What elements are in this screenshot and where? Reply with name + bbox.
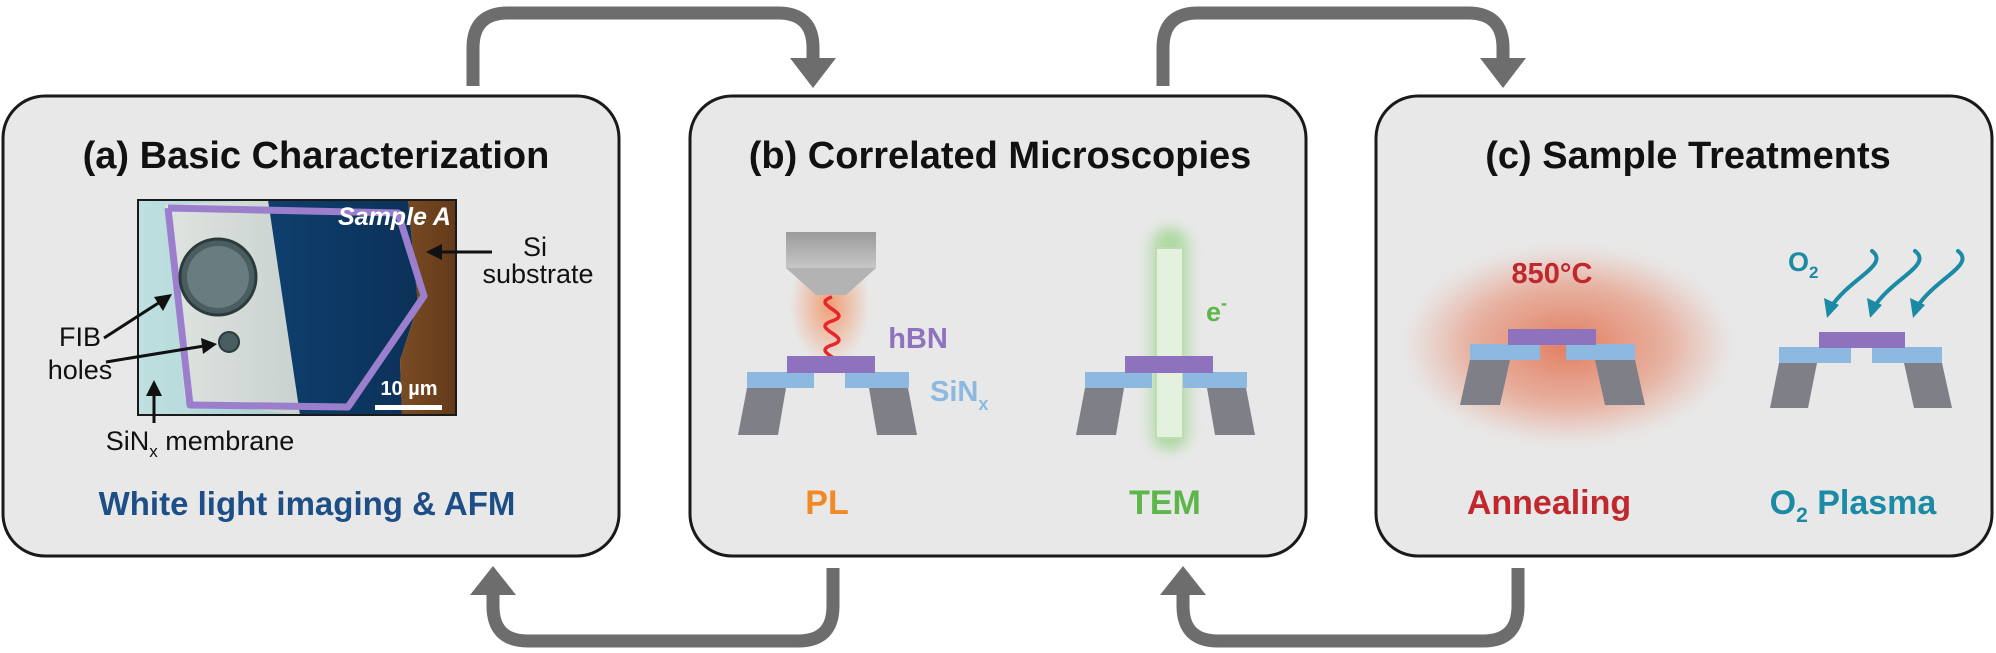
panel-a-title: (a) Basic Characterization bbox=[83, 135, 550, 177]
arrow-b-to-c-head bbox=[1480, 58, 1526, 88]
fib-label-line1: FIB bbox=[59, 322, 101, 352]
tem-label: TEM bbox=[1129, 484, 1201, 522]
arrow-a-to-b bbox=[466, 6, 820, 86]
fib-hole-small bbox=[218, 331, 240, 353]
support-left bbox=[1076, 388, 1124, 435]
sinx-membrane-left bbox=[747, 372, 814, 388]
micrograph-sample-a bbox=[137, 199, 457, 416]
hbn-flake bbox=[1508, 329, 1596, 345]
objective-lens-icon bbox=[786, 232, 876, 295]
support-left bbox=[1770, 363, 1817, 408]
membrane-pointer-head bbox=[146, 380, 162, 396]
electron-beam bbox=[1155, 247, 1184, 439]
temperature-label: 850°C bbox=[1512, 258, 1593, 290]
arrow-c-to-b bbox=[1176, 568, 1525, 648]
fib-pointer-head-2 bbox=[201, 338, 217, 354]
fib-label-line2: holes bbox=[48, 355, 113, 385]
o2-flow-arrowheads bbox=[1824, 298, 1925, 318]
arrow-a-to-b-head bbox=[790, 58, 836, 88]
arrow-c-to-b-head bbox=[1160, 566, 1206, 595]
support-right bbox=[1904, 363, 1952, 408]
sinx-membrane-left bbox=[1470, 344, 1540, 360]
panel-b-title: (b) Correlated Microscopies bbox=[749, 135, 1252, 177]
hbn-flake bbox=[1819, 332, 1905, 348]
support-right bbox=[1595, 360, 1645, 405]
si-label-line1: Si bbox=[523, 232, 547, 262]
sinx-membrane-right bbox=[1872, 347, 1942, 363]
support-right bbox=[1207, 388, 1255, 435]
anneal-sample-device bbox=[1460, 329, 1645, 405]
scale-label: 10 µm bbox=[380, 378, 437, 400]
arrow-b-to-a-head bbox=[470, 566, 516, 595]
pl-sample-device bbox=[738, 356, 917, 435]
support-left bbox=[1460, 360, 1510, 405]
plasma-sample-device bbox=[1770, 332, 1952, 408]
sinx-membrane-left bbox=[1085, 372, 1152, 388]
flake-outline bbox=[164, 204, 428, 411]
fib-pointer-line-2 bbox=[105, 344, 205, 364]
arrow-b-to-c bbox=[1156, 6, 1510, 86]
o2-gas-label: O2 bbox=[1788, 247, 1818, 282]
sinx-membrane-right bbox=[1566, 344, 1635, 360]
hbn-flake bbox=[1125, 356, 1213, 373]
sinx-membrane-right bbox=[1183, 372, 1247, 388]
sinx-membrane-left bbox=[1779, 347, 1851, 363]
sinx-label: SiNx bbox=[930, 376, 988, 414]
panel-a-footer: White light imaging & AFM bbox=[99, 485, 516, 522]
hbn-flake bbox=[787, 356, 875, 373]
pl-label: PL bbox=[805, 484, 848, 522]
o2-plasma-label: O2 Plasma bbox=[1770, 484, 1938, 527]
tem-sample-device bbox=[1076, 356, 1255, 435]
annealing-label: Annealing bbox=[1467, 484, 1631, 522]
fib-pointer-line-1 bbox=[103, 300, 161, 340]
scale-bar bbox=[375, 405, 442, 410]
arrow-b-to-a bbox=[486, 568, 840, 648]
panel-c-title: (c) Sample Treatments bbox=[1485, 135, 1890, 177]
support-left bbox=[738, 388, 786, 435]
si-label-line2: substrate bbox=[482, 259, 593, 289]
fib-pointer-head-1 bbox=[154, 294, 172, 311]
o2-flow-arrows bbox=[1829, 249, 1965, 309]
membrane-label: SiNx membrane bbox=[106, 426, 295, 461]
electron-label: e- bbox=[1206, 293, 1227, 327]
si-pointer-head bbox=[426, 244, 442, 260]
hbn-label: hBN bbox=[888, 323, 948, 355]
sample-label: Sample A bbox=[338, 203, 451, 231]
sinx-membrane-right bbox=[845, 372, 909, 388]
support-right bbox=[869, 388, 917, 435]
